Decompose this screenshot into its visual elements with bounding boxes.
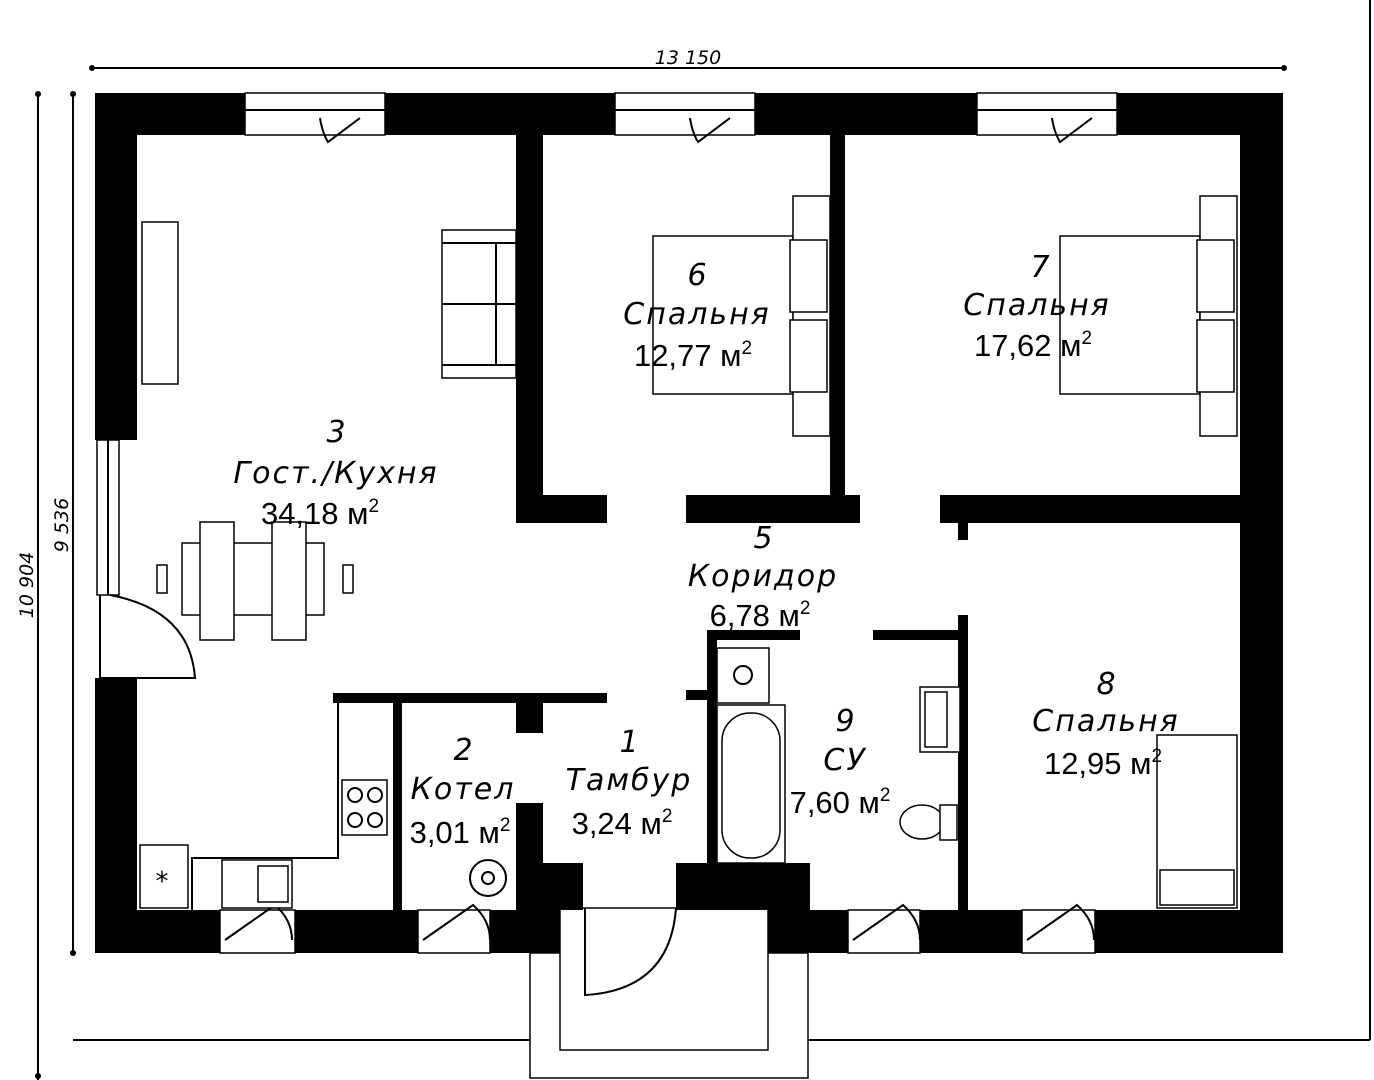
svg-text:12,95 м2: 12,95 м2: [1044, 746, 1162, 781]
room-label-5: 5 Коридор 6,78 м2: [688, 521, 838, 633]
svg-text:3: 3: [326, 415, 345, 450]
svg-text:5: 5: [753, 521, 772, 556]
svg-text:Коридор: Коридор: [688, 559, 838, 594]
svg-text:1: 1: [619, 725, 638, 760]
windows: [96, 92, 1118, 954]
boiler: [469, 859, 507, 897]
svg-text:Спальня: Спальня: [963, 288, 1110, 323]
svg-text:9: 9: [835, 704, 854, 739]
kitchen-counter: *: [139, 703, 388, 910]
bed-7: [1059, 195, 1238, 437]
svg-text:6,78 м2: 6,78 м2: [710, 598, 811, 633]
svg-text:Котел: Котел: [411, 772, 516, 807]
dimension-width-label: 13 150: [655, 47, 721, 69]
toilet: [899, 804, 958, 841]
room-label-8: 8 Спальня 12,95 м2: [1032, 667, 1179, 781]
dimension-height-total-label: 10 904: [16, 552, 38, 618]
svg-text:Спальня: Спальня: [1032, 704, 1179, 739]
svg-text:3,01 м2: 3,01 м2: [410, 815, 511, 850]
svg-text:8: 8: [1096, 667, 1115, 702]
bathtub: [716, 704, 786, 864]
room-label-1: 1 Тамбур 3,24 м2: [566, 725, 693, 841]
svg-text:Спальня: Спальня: [623, 297, 770, 332]
dining-table: [156, 521, 354, 641]
doors: [99, 594, 677, 997]
porch: [529, 907, 809, 1079]
svg-text:СУ: СУ: [823, 743, 866, 778]
svg-text:3,24 м2: 3,24 м2: [572, 806, 673, 841]
svg-text:7,60 м2: 7,60 м2: [790, 785, 891, 820]
dimension-height-inner: 9 536: [51, 91, 76, 956]
room-label-3: 3 Гост./Кухня 34,18 м2: [233, 415, 438, 531]
svg-text:2: 2: [453, 733, 472, 768]
svg-text:7: 7: [1030, 250, 1049, 285]
interior-walls: [333, 135, 1240, 910]
dimension-height-inner-label: 9 536: [51, 498, 73, 552]
room-label-6: 6 Спальня 12,77 м2: [623, 258, 770, 373]
room-label-7: 7 Спальня 17,62 м2: [963, 250, 1110, 363]
svg-text:12,77 м2: 12,77 м2: [634, 338, 752, 373]
svg-text:*: *: [156, 867, 169, 897]
svg-text:17,62 м2: 17,62 м2: [974, 328, 1092, 363]
dimension-height-total: 10 904: [16, 91, 41, 1080]
dimension-width: 13 150: [89, 47, 1287, 71]
drawing-frame: [73, 0, 1371, 1041]
svg-text:Тамбур: Тамбур: [566, 763, 693, 798]
svg-text:6: 6: [687, 258, 706, 293]
sink: [919, 686, 961, 753]
washing-machine: [716, 647, 770, 704]
svg-text:Гост./Кухня: Гост./Кухня: [233, 456, 438, 491]
tv-cabinet: [141, 221, 179, 385]
sofa: [441, 229, 517, 379]
bed-8: [1156, 734, 1238, 909]
furniture: *: [139, 195, 1238, 910]
room-label-9: 9 СУ 7,60 м2: [790, 704, 891, 820]
room-label-2: 2 Котел 3,01 м2: [410, 733, 516, 850]
svg-text:34,18 м2: 34,18 м2: [261, 496, 379, 531]
bed-6: [652, 195, 831, 437]
